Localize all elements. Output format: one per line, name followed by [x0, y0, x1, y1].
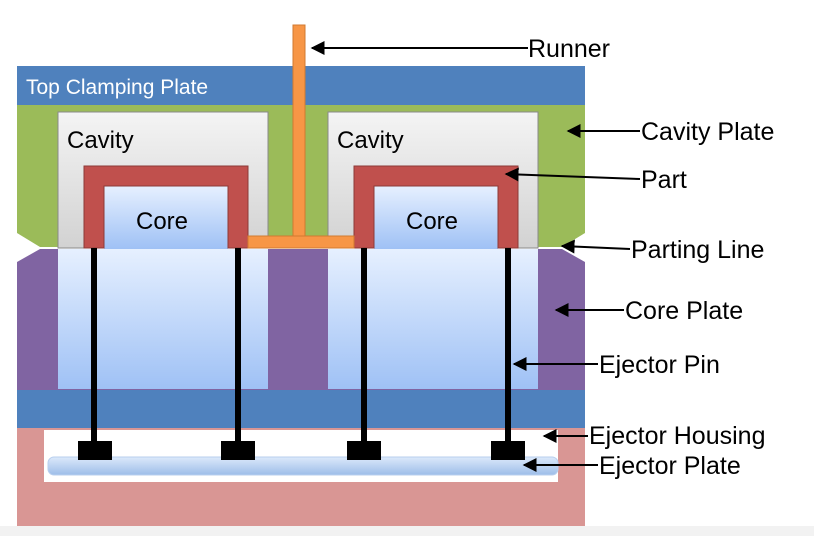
core-top-left: [104, 186, 228, 249]
core-plate-callout: Core Plate: [625, 297, 743, 325]
ejector-plate: [47, 456, 559, 476]
core-label-left: Core: [136, 208, 188, 235]
callout-arrows: [310, 41, 641, 472]
ejector-pin-head: [78, 441, 112, 460]
ejector-housing-callout: Ejector Housing: [589, 422, 765, 450]
cavity-label-left: Cavity: [67, 127, 134, 154]
part-callout: Part: [641, 166, 687, 194]
runner-callout: Runner: [528, 35, 610, 63]
part-right: [353, 165, 519, 249]
ejector-pin: [361, 248, 367, 442]
part-left: [83, 165, 249, 249]
bottom-strip: [0, 526, 814, 536]
cavity-label-right: Cavity: [337, 127, 404, 154]
core-top-right: [374, 186, 498, 249]
runner-channel: [247, 235, 355, 249]
support-plate: [17, 390, 585, 428]
top-clamping-plate-label: Top Clamping Plate: [26, 76, 208, 99]
parting-line-arrow: [560, 239, 631, 254]
ejector-pin-head: [347, 441, 381, 460]
ejector-plate-callout: Ejector Plate: [599, 452, 741, 480]
parting-line-callout: Parting Line: [631, 236, 764, 264]
ejector-pin-callout: Ejector Pin: [599, 351, 720, 379]
ejector-pin-head: [491, 441, 525, 460]
ejector-pin: [235, 248, 241, 442]
ejector-pin: [91, 248, 97, 442]
runner-sprue: [292, 24, 306, 246]
core-label-right: Core: [406, 208, 458, 235]
cavity-plate-callout: Cavity Plate: [641, 118, 774, 146]
ejector-pins: [78, 248, 525, 460]
part-arrow: [504, 167, 641, 182]
ejector-pin-head: [221, 441, 255, 460]
ejector-pin: [505, 248, 511, 442]
